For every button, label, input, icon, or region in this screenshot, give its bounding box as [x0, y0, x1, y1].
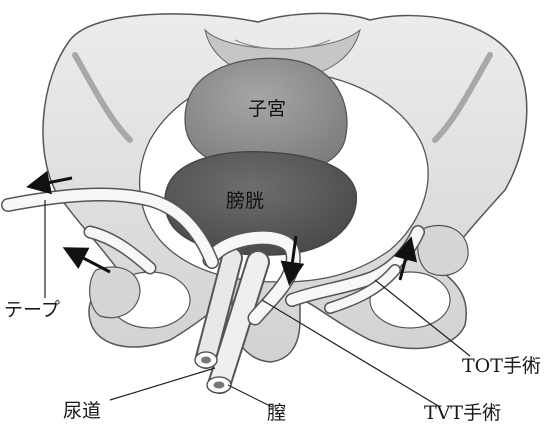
urethra-label: 尿道	[63, 402, 101, 421]
vagina-label: 膣	[267, 404, 286, 423]
tape-label: テープ	[4, 301, 60, 320]
uterus-label: 子宮	[248, 100, 286, 119]
bladder-label: 膀胱	[226, 192, 264, 211]
arrow-left-icon	[68, 250, 110, 272]
tot-label: TOT手術	[462, 357, 541, 376]
tvt-label: TVT手術	[424, 404, 501, 423]
